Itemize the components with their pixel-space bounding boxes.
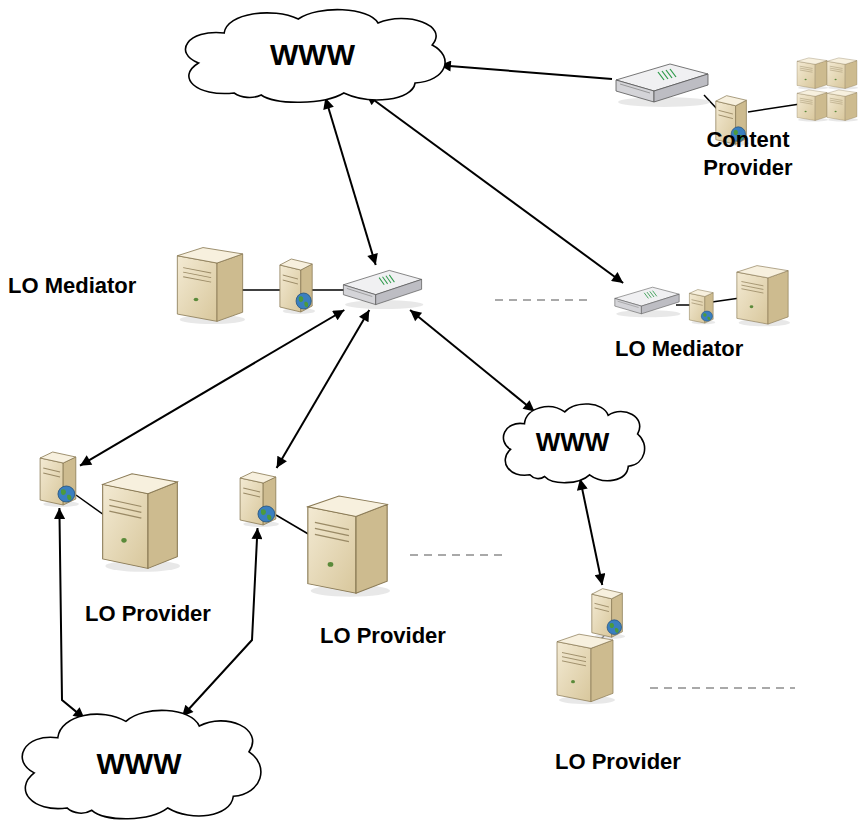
node-label: LO Mediator	[8, 272, 136, 300]
connector-arrow	[410, 310, 534, 412]
connector-arrow	[277, 310, 370, 468]
mediator-icons	[177, 248, 423, 325]
mediator-icons	[615, 266, 790, 327]
connector-arrow	[366, 94, 623, 283]
network-cloud: WWW	[495, 400, 650, 485]
provider-icons	[40, 452, 180, 572]
connector-arrow	[580, 479, 602, 585]
server-node: LO Provider	[238, 468, 280, 528]
node-label: Content Provider	[692, 126, 804, 181]
connector-arrow	[59, 508, 84, 719]
cloud-shape	[22, 710, 261, 818]
ellipsis-dash	[495, 299, 590, 300]
network-cloud: WWW	[170, 5, 455, 105]
ellipsis-dash	[650, 687, 795, 688]
ellipsis-dash	[410, 554, 505, 555]
node-label: WWW	[97, 745, 182, 783]
server-node: LO Provider	[590, 585, 626, 640]
provider-icons	[557, 589, 625, 705]
network-cloud: WWW	[8, 705, 270, 822]
server-node: Content Provider	[612, 58, 712, 108]
provider-icons	[240, 472, 390, 597]
node-label: WWW	[536, 426, 610, 459]
cloud-shape	[503, 404, 644, 483]
connector-arrow	[440, 65, 612, 79]
cloud-shape	[185, 10, 445, 103]
server-node: LO Mediator	[612, 283, 682, 318]
node-label: LO Mediator	[615, 335, 743, 363]
node-label: WWW	[270, 36, 355, 74]
connector-arrow	[325, 98, 375, 265]
server-node: LO Provider	[38, 448, 80, 508]
node-label: LO Provider	[555, 748, 681, 776]
connector-arrow	[80, 310, 344, 466]
node-label: LO Provider	[85, 600, 211, 628]
node-label: LO Provider	[320, 622, 446, 650]
server-node: LO Mediator	[340, 265, 425, 310]
